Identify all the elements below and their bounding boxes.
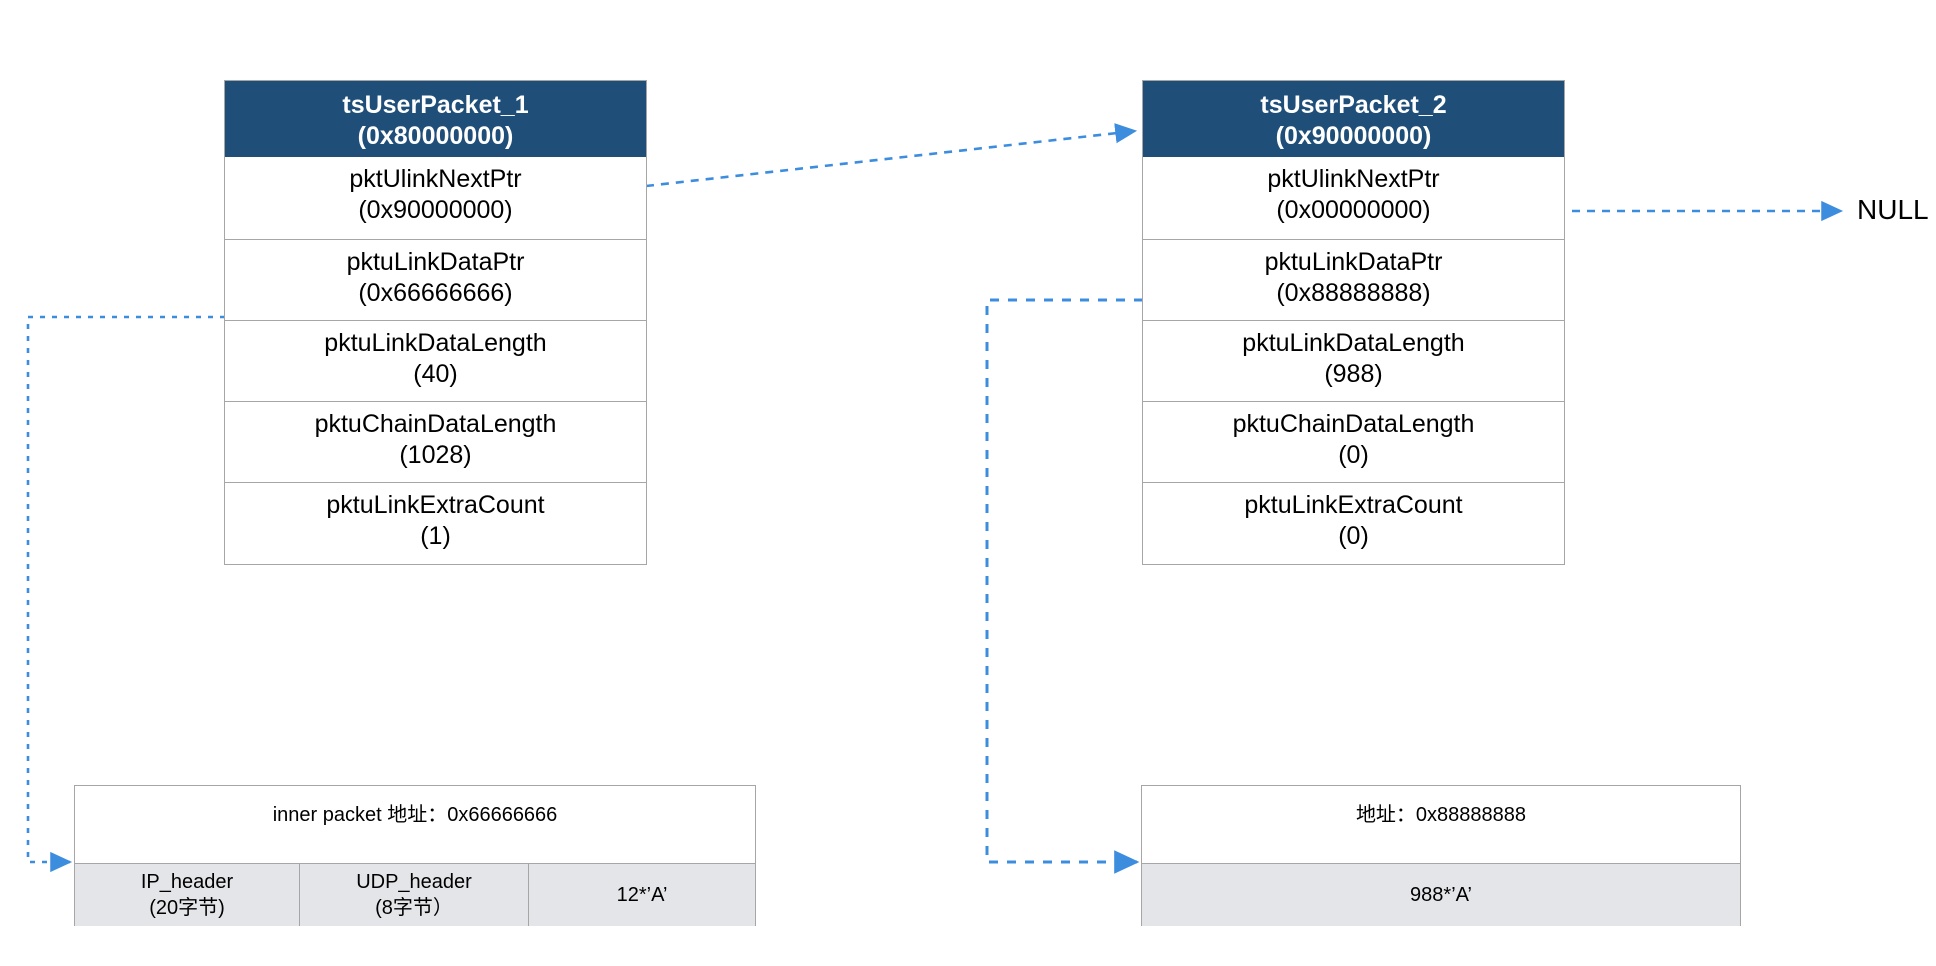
buffer-caption: 地址：0x88888888 xyxy=(1355,804,1527,826)
buffer-cell-payload: 12*’A’ xyxy=(528,864,755,926)
struct-row-pktuchaindatalength: pktuChainDataLength (1028) xyxy=(225,401,646,482)
struct-title: tsUserPacket_2 xyxy=(1260,91,1447,119)
struct-table-packet2: tsUserPacket_2 (0x90000000) pktUlinkNext… xyxy=(1142,80,1565,565)
struct-table-packet1: tsUserPacket_1 (0x80000000) pktUlinkNext… xyxy=(224,80,647,565)
buffer-cell-list: IP_header (20字节) UDP_header (8字节） 12*’A’ xyxy=(75,863,755,926)
field-value: (0) xyxy=(1338,522,1369,550)
field-name: pktUlinkNextPtr xyxy=(1267,165,1440,193)
data-buffer-1: inner packet 地址：0x66666666 IP_header (20… xyxy=(74,785,756,926)
field-value: (0x00000000) xyxy=(1276,196,1431,224)
cell-line-1: UDP_header xyxy=(356,871,472,893)
struct-row-pktulinkdatalength: pktuLinkDataLength (988) xyxy=(1143,320,1564,401)
struct-row-pktulinknextptr: pktUlinkNextPtr (0x90000000) xyxy=(225,157,646,239)
struct-header-packet2: tsUserPacket_2 (0x90000000) xyxy=(1143,81,1564,157)
field-value: (1) xyxy=(420,522,451,550)
cell-line-1: 988*’A’ xyxy=(1410,884,1472,906)
buffer-cell-list: 988*’A’ xyxy=(1142,863,1740,926)
struct-row-pktulinkdataptr: pktuLinkDataPtr (0x66666666) xyxy=(225,239,646,320)
field-value: (988) xyxy=(1324,360,1383,388)
struct-address: (0x90000000) xyxy=(1275,122,1432,150)
field-name: pktUlinkNextPtr xyxy=(349,165,522,193)
cell-line-2: (8字节） xyxy=(375,897,453,919)
link-packet1-next-to-packet2 xyxy=(645,123,1138,188)
struct-header-packet1: tsUserPacket_1 (0x80000000) xyxy=(225,81,646,157)
field-value: (0x90000000) xyxy=(358,196,513,224)
link-packet1-data-to-buffer1 xyxy=(26,315,225,873)
field-name: pktuChainDataLength xyxy=(1232,410,1475,438)
struct-row-pktuchaindatalength: pktuChainDataLength (0) xyxy=(1143,401,1564,482)
struct-row-pktulinkdataptr: pktuLinkDataPtr (0x88888888) xyxy=(1143,239,1564,320)
buffer-cell-udp-header: UDP_header (8字节） xyxy=(299,864,528,926)
field-value: (1028) xyxy=(399,441,472,469)
struct-row-pktulinkextracount: pktuLinkExtraCount (0) xyxy=(1143,482,1564,563)
field-name: pktuLinkDataPtr xyxy=(1264,248,1443,276)
cell-line-1: 12*’A’ xyxy=(616,884,668,906)
struct-title: tsUserPacket_1 xyxy=(342,91,529,119)
field-value: (0x66666666) xyxy=(358,279,513,307)
field-name: pktuLinkDataLength xyxy=(1242,329,1465,357)
link-packet2-data-to-buffer2 xyxy=(985,298,1143,874)
buffer-cell-payload: 988*’A’ xyxy=(1142,864,1740,926)
field-name: pktuLinkDataPtr xyxy=(346,248,525,276)
field-name: pktuChainDataLength xyxy=(314,410,557,438)
field-value: (40) xyxy=(413,360,458,388)
cell-line-2: (20字节) xyxy=(149,897,225,919)
field-name: pktuLinkDataLength xyxy=(324,329,547,357)
cell-line-1: IP_header xyxy=(140,871,234,893)
buffer-caption: inner packet 地址：0x66666666 xyxy=(272,804,558,826)
field-name: pktuLinkExtraCount xyxy=(326,491,545,519)
field-name: pktuLinkExtraCount xyxy=(1244,491,1463,519)
struct-row-pktulinkextracount: pktuLinkExtraCount (1) xyxy=(225,482,646,563)
struct-row-pktulinknextptr: pktUlinkNextPtr (0x00000000) xyxy=(1143,157,1564,239)
field-value: (0x88888888) xyxy=(1276,279,1431,307)
field-value: (0) xyxy=(1338,441,1369,469)
buffer-cell-ip-header: IP_header (20字节) xyxy=(75,864,299,926)
struct-address: (0x80000000) xyxy=(357,122,514,150)
data-buffer-2: 地址：0x88888888 988*’A’ xyxy=(1141,785,1741,926)
struct-row-pktulinkdatalength: pktuLinkDataLength (40) xyxy=(225,320,646,401)
null-label: NULL xyxy=(1857,194,1929,225)
